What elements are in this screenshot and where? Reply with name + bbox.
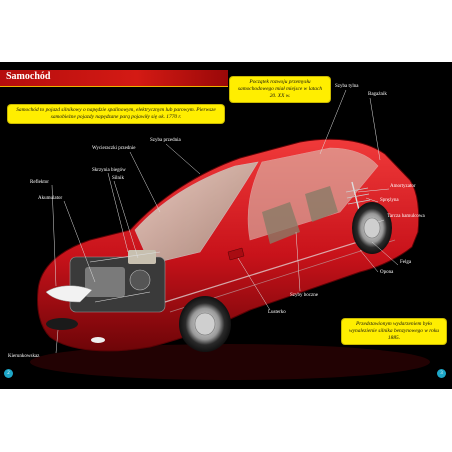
- page-number-right: 3: [437, 369, 446, 378]
- grille: [46, 318, 78, 330]
- page-title-bar: Samochód: [0, 70, 228, 87]
- headlight: [45, 285, 93, 303]
- info-box-history: Początek rozwoju przemysłu samochodowego…: [230, 77, 330, 102]
- label-felga: Felga: [400, 260, 412, 265]
- label-skrzynia-biegow: Skrzynia biegów: [92, 168, 126, 173]
- label-amortyzator: Amortyzator: [390, 184, 416, 189]
- front-wheel: [179, 296, 231, 352]
- label-bagaznik: Bagażnik: [368, 92, 387, 97]
- label-opona: Opona: [380, 270, 394, 275]
- label-wycieraczki: Wycieraczki przednie: [92, 146, 136, 151]
- page-title: Samochód: [6, 71, 51, 82]
- label-kierunkowskaz: Kierunkowskaz: [8, 354, 40, 359]
- label-reflektor: Reflektor: [30, 180, 49, 185]
- engine: [69, 250, 166, 313]
- info-box-engine: Przedstawionym wydarzeniem było wynalezi…: [342, 319, 446, 344]
- label-silnik: Silnik: [112, 176, 124, 181]
- page-number-left: 2: [4, 369, 13, 378]
- info-box-intro: Samochód to pojazd silnikowy o napędzie …: [8, 105, 224, 123]
- seat: [262, 202, 300, 244]
- fog-light: [91, 337, 105, 343]
- rear-wheel: [352, 202, 392, 254]
- windshield: [134, 161, 259, 265]
- label-akumulator: Akumulator: [38, 196, 63, 201]
- label-szyby-boczne: Szyby boczne: [290, 293, 318, 298]
- mirror: [227, 247, 245, 261]
- label-szyba-tylna: Szyba tylna: [335, 84, 359, 89]
- chassis-line: [164, 231, 391, 303]
- car-illustration: [30, 89, 430, 380]
- seat: [305, 186, 338, 222]
- book-spread: Samochód Samochód to pojazd silnikowy o …: [0, 62, 452, 389]
- label-tarcza-hamulcowa: Tarcza hamulcowa: [387, 214, 425, 219]
- leader-lines: [51, 89, 399, 354]
- label-sprezyna: Sprężyna: [380, 198, 399, 203]
- label-lusterko: Lusterko: [268, 310, 286, 315]
- label-szyba-przednia: Szyba przednia: [150, 138, 181, 143]
- car-reflection: [30, 344, 430, 380]
